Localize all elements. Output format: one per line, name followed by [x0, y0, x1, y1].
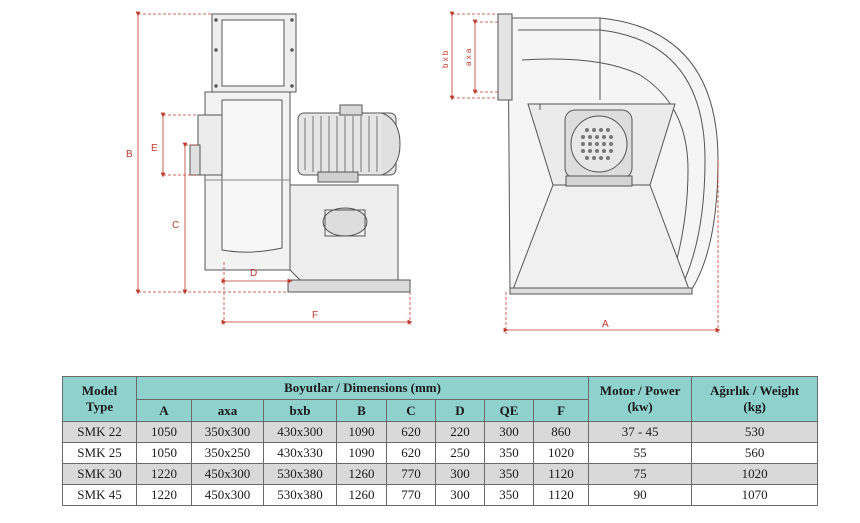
cell-C: 770	[386, 463, 436, 485]
cell-A: 1050	[136, 421, 192, 443]
dim-label-axa: a x a	[464, 48, 473, 66]
side-view	[189, 13, 411, 293]
dim-label-B: B	[126, 149, 133, 160]
cell-model: SMK 30	[62, 463, 137, 485]
col-header-D: D	[435, 399, 485, 422]
cell-model: SMK 45	[62, 484, 137, 506]
cell-bxb: 530x380	[263, 484, 337, 506]
header-weight-title: Ağırlık / Weight	[709, 383, 800, 398]
dim-label-bxb: b x b	[441, 50, 450, 68]
dim-label-E: E	[151, 143, 158, 154]
header-motor-unit: (kw)	[627, 399, 653, 414]
cell-weight: 530	[691, 421, 819, 443]
table-row: SMK 22 1050 350x300 430x300 1090 620 220…	[62, 421, 819, 443]
col-header-bxb: bxb	[263, 399, 337, 422]
cell-weight: 1070	[691, 484, 819, 506]
header-motor-power: Motor / Power (kw)	[588, 376, 693, 422]
col-header-A: A	[136, 399, 192, 422]
cell-model: SMK 25	[62, 442, 137, 464]
cell-QE: 350	[484, 463, 534, 485]
cell-bxb: 430x330	[263, 442, 337, 464]
cell-B: 1090	[336, 421, 387, 443]
table-row: SMK 25 1050 350x250 430x330 1090 620 250…	[62, 442, 819, 464]
cell-weight: 1020	[691, 463, 819, 485]
header-model: Model	[81, 383, 118, 398]
cell-C: 620	[386, 421, 436, 443]
header-dimensions: Boyutlar / Dimensions (mm)	[135, 376, 590, 400]
dim-label-F: F	[312, 310, 318, 321]
header-motor: Motor / Power	[599, 383, 681, 398]
dim-label-D: D	[250, 268, 257, 279]
cell-QE: 300	[484, 421, 534, 443]
cell-model: SMK 22	[62, 421, 137, 443]
cell-axa: 450x300	[191, 484, 264, 506]
cell-axa: 350x250	[191, 442, 264, 464]
cell-D: 250	[435, 442, 485, 464]
cell-B: 1260	[336, 463, 387, 485]
cell-motor: 55	[588, 442, 693, 464]
cell-F: 860	[532, 421, 590, 443]
cell-F: 1120	[532, 463, 590, 485]
cell-F: 1020	[532, 442, 590, 464]
cell-D: 300	[435, 463, 485, 485]
cell-B: 1260	[336, 484, 387, 506]
cell-QE: 350	[484, 442, 534, 464]
cell-bxb: 530x380	[263, 463, 337, 485]
col-header-B: B	[336, 399, 387, 422]
header-weight: Ağırlık / Weight (kg)	[691, 376, 819, 422]
header-type: Type	[85, 399, 114, 414]
table-row: SMK 45 1220 450x300 530x380 1260 770 300…	[62, 484, 819, 506]
cell-QE: 350	[484, 484, 534, 506]
cell-axa: 350x300	[191, 421, 264, 443]
front-view	[497, 13, 719, 295]
dim-label-A: A	[602, 319, 609, 330]
cell-axa: 450x300	[191, 463, 264, 485]
col-header-axa: axa	[191, 399, 264, 422]
specifications-table: Model Type Boyutlar / Dimensions (mm) Mo…	[62, 376, 819, 506]
cell-A: 1220	[136, 484, 192, 506]
cell-F: 1120	[532, 484, 590, 506]
col-header-C: C	[386, 399, 436, 422]
fan-technical-drawing: B E C D F	[126, 11, 721, 334]
header-model-type: Model Type	[62, 376, 137, 422]
cell-D: 220	[435, 421, 485, 443]
header-weight-unit: (kg)	[743, 399, 766, 414]
cell-D: 300	[435, 484, 485, 506]
cell-weight: 560	[691, 442, 819, 464]
cell-C: 770	[386, 484, 436, 506]
col-header-QE: QE	[484, 399, 534, 422]
dim-label-C: C	[172, 220, 179, 231]
cell-A: 1050	[136, 442, 192, 464]
cell-B: 1090	[336, 442, 387, 464]
cell-motor: 75	[588, 463, 693, 485]
cell-motor: 37 - 45	[588, 421, 693, 443]
cell-C: 620	[386, 442, 436, 464]
table-row: SMK 30 1220 450x300 530x380 1260 770 300…	[62, 463, 819, 485]
cell-bxb: 430x300	[263, 421, 337, 443]
cell-A: 1220	[136, 463, 192, 485]
col-header-F: F	[532, 399, 590, 422]
cell-motor: 90	[588, 484, 693, 506]
